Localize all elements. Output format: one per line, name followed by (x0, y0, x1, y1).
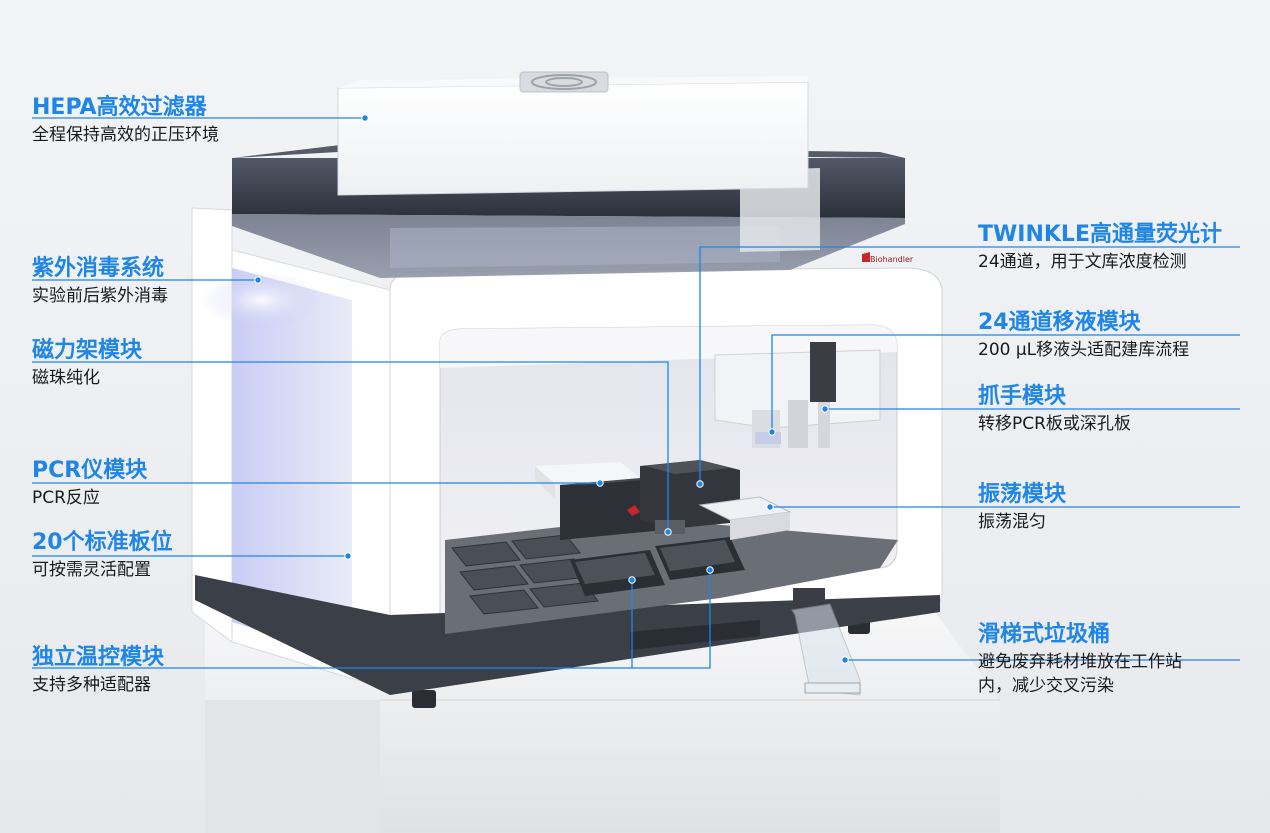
leader-magnet-dot (664, 528, 672, 536)
callout-description: 24通道，用于文库浓度检测 (978, 252, 1187, 272)
callout-title: 抓手模块 (978, 384, 1067, 409)
callout-title: TWINKLE高通量荧光计 (978, 222, 1222, 247)
callout-title: 24通道移液模块 (978, 310, 1141, 335)
callout-temp: 独立温控模块支持多种适配器 (32, 645, 232, 697)
callout-description: 200 μL移液头适配建库流程 (978, 340, 1190, 360)
callout-waste: 滑梯式垃圾桶避免废弃耗材堆放在工作站内，减少交叉污染 (978, 622, 1240, 698)
leader-plates-dot (344, 552, 352, 560)
hepa-filter (337, 71, 809, 196)
callout-description: PCR反应 (32, 488, 100, 508)
callout-title: 磁力架模块 (32, 338, 143, 363)
callout-description: 可按需灵活配置 (32, 560, 151, 580)
callout-pipette: 24通道移液模块 200 μL移液头适配建库流程 (978, 310, 1240, 362)
leader-shaker-dot (766, 503, 774, 511)
callout-uv: 紫外消毒系统实验前后紫外消毒 (32, 256, 232, 308)
leader-pcr-dot (596, 479, 604, 487)
callout-title: 滑梯式垃圾桶 (978, 622, 1111, 647)
callout-description: 振荡混匀 (978, 512, 1046, 532)
callout-title: 20个标准板位 (32, 530, 173, 555)
leader-magnet (32, 361, 669, 532)
callout-title: HEPA高效过滤器 (32, 95, 207, 120)
callout-plates: 20个标准板位可按需灵活配置 (32, 530, 232, 582)
leader-uv-dot (254, 276, 262, 284)
callout-title: 振荡模块 (978, 482, 1067, 507)
callout-description: 磁珠纯化 (32, 368, 100, 388)
callout-description: 全程保持高效的正压环境 (32, 125, 219, 145)
callout-description: 避免废弃耗材堆放在工作站 (978, 652, 1182, 672)
callout-gripper: 抓手模块转移PCR板或深孔板 (978, 384, 1240, 436)
callout-description: 实验前后紫外消毒 (32, 286, 168, 306)
leader-twinkle (699, 246, 1240, 484)
deck (445, 460, 898, 634)
callout-title: 独立温控模块 (32, 645, 165, 670)
callout-description: 转移PCR板或深孔板 (978, 414, 1131, 434)
callout-twinkle: TWINKLE高通量荧光计 24通道，用于文库浓度检测 (978, 222, 1240, 274)
leader-pipette-dot (768, 428, 776, 436)
leader-temp-dot (706, 566, 714, 574)
leader-twinkle-dot (696, 480, 704, 488)
waste-slide (791, 588, 861, 696)
callout-title: PCR仪模块 (32, 458, 148, 483)
callout-description: 支持多种适配器 (32, 675, 151, 695)
callout-pcr: PCR仪模块 PCR反应 (32, 458, 192, 510)
leader-hepa-dot (361, 114, 369, 122)
callout-shaker: 振荡模块振荡混匀 (978, 482, 1240, 534)
leader-waste-dot (841, 656, 849, 664)
brand-logo-text: Biohandler (870, 255, 914, 264)
callout-hepa: HEPA高效过滤器全程保持高效的正压环境 (32, 95, 282, 147)
leader-lines (32, 114, 1240, 669)
callout-title: 紫外消毒系统 (32, 256, 165, 281)
leader-temp-branch-0-dot (628, 576, 636, 584)
leader-gripper-dot (821, 405, 829, 413)
leader-pipette (771, 334, 1240, 432)
pcr-unit (535, 462, 665, 540)
callout-magnet: 磁力架模块磁珠纯化 (32, 338, 232, 390)
leader-temp (32, 570, 711, 669)
shaker-unit (698, 496, 792, 540)
callout-description: 内，减少交叉污染 (978, 676, 1114, 696)
